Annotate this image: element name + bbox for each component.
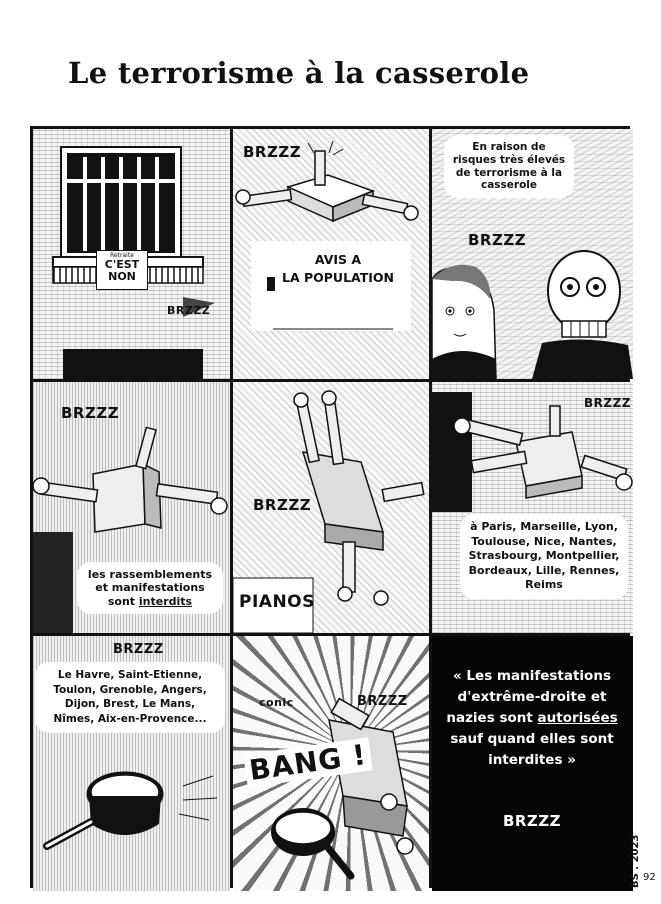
panel-3-sfx: BRZZZ <box>468 231 527 249</box>
bang-drawing <box>271 697 414 880</box>
panel-3-characters: En raison de risques très élevés de terr… <box>432 129 633 379</box>
panel-4-sfx: BRZZZ <box>61 404 120 422</box>
quote-part-1: « Les manifestations d'extrême-droite et… <box>446 668 611 726</box>
protest-sign: Retraite C'EST NON <box>96 250 148 290</box>
panel-9-sfx: BRZZZ <box>502 812 562 830</box>
panel-7-caption: Le Havre, Saint-Etienne, Toulon, Grenobl… <box>35 662 225 733</box>
panel-5-sfx: BRZZZ <box>253 496 312 514</box>
panel-1-facade: Retraite C'EST NON BRZZZ <box>33 129 230 379</box>
panel-8-sfx-brzzz: BRZZZ <box>357 694 408 709</box>
page-number: 92 <box>643 872 656 883</box>
panel-9-quote: « Les manifestations d'extrême-droite et… <box>432 636 633 891</box>
panel-4-ban: BRZZZ les rassemblements et manifestatio… <box>33 382 230 633</box>
panel-3-caption: En raison de risques très élevés de terr… <box>444 135 574 199</box>
caption-underlined: interdits <box>138 594 193 608</box>
drone-drawing-3 <box>233 390 425 633</box>
page-title: Le terrorisme à la casserole <box>68 56 530 90</box>
caption-text: les rassemblements et manifestations son… <box>87 568 213 608</box>
sign-main-text: C'EST <box>104 258 140 272</box>
panel-6-cities: BRZZZ à Paris, Marseille, Lyon, Toulouse… <box>432 382 633 633</box>
drone-drawing <box>235 140 419 331</box>
panel-1-sfx: BRZZZ <box>167 304 211 317</box>
characters-drawing <box>432 250 633 379</box>
quote-part-2: sauf quand elles sont interdites » <box>450 730 614 768</box>
panel-8-bang: conic BRZZZ BANG ! <box>233 636 429 891</box>
notice-line-2: LA POPULATION <box>281 270 395 286</box>
sign-small-text: Retraite <box>110 252 134 259</box>
notice-line-1: AVIS A <box>314 252 362 267</box>
notice-text: AVIS A LA POPULATION <box>273 251 403 287</box>
quote-text: « Les manifestations d'extrême-droite et… <box>442 666 622 771</box>
panel-7-sfx: BRZZZ <box>113 642 164 657</box>
panel-6-caption: à Paris, Marseille, Lyon, Toulouse, Nice… <box>460 514 628 599</box>
sign-bottom-text: NON <box>108 269 136 283</box>
quote-underlined: autorisées <box>537 709 618 726</box>
drone-drawing-4 <box>432 392 633 512</box>
panel-8-sfx-conic: conic <box>259 696 294 709</box>
panel-6-sfx: BRZZZ <box>584 396 631 410</box>
panel-5-street: BRZZZ PIANOS <box>233 382 429 633</box>
drone-drawing-2 <box>33 426 228 633</box>
comic-grid: Retraite C'EST NON BRZZZ BRZZZ <box>30 126 633 891</box>
casserole-drawing <box>43 771 218 850</box>
shop-sign: PIANOS <box>239 592 315 612</box>
panel-7-casserole: BRZZZ Le Havre, Saint-Etienne, Toulon, G… <box>33 636 230 891</box>
panel-2-notice: BRZZZ AVIS A LA POPULATION <box>233 129 429 379</box>
panel-2-sfx: BRZZZ <box>243 143 302 161</box>
panel-4-caption: les rassemblements et manifestations son… <box>77 562 223 615</box>
